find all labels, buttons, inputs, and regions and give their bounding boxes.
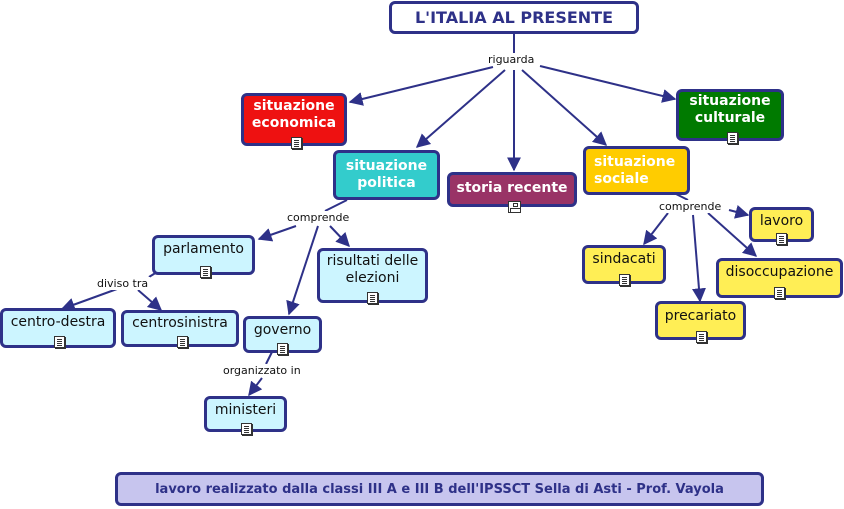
node-precariato[interactable]: precariato: [655, 301, 746, 343]
node-situazione-economica[interactable]: situazione economica: [241, 93, 347, 149]
node-disoccupazione[interactable]: disoccupazione: [716, 258, 843, 299]
document-icon[interactable]: [277, 343, 288, 355]
node-lavoro[interactable]: lavoro: [749, 207, 814, 245]
document-icon[interactable]: [177, 336, 188, 348]
node-situazione-sociale-label: situazione sociale: [594, 153, 676, 187]
node-storia-recente-label: storia recente: [456, 179, 568, 196]
node-situazione-economica-label: situazione economica: [251, 97, 337, 131]
link-label-comprende-politica: comprende: [285, 211, 352, 224]
document-icon[interactable]: [200, 266, 211, 278]
edge-comprende-risultati: [329, 225, 350, 248]
node-sindacati-label: sindacati: [592, 251, 656, 267]
edge-comprende-parlamento: [257, 225, 297, 242]
edge-governo-organizzato: [265, 351, 273, 365]
node-sindacati[interactable]: sindacati: [582, 245, 666, 286]
node-situazione-politica-label: situazione politica: [345, 158, 428, 191]
node-situazione-sociale[interactable]: situazione sociale: [583, 146, 690, 195]
node-risultati-elezioni[interactable]: risultati delle elezioni: [317, 248, 428, 304]
footer-credit: lavoro realizzato dalla classi III A e I…: [115, 472, 764, 506]
node-disoccupazione-label: disoccupazione: [725, 263, 834, 280]
link-label-diviso-tra: diviso tra: [95, 277, 151, 290]
edge-comprende-lavoro: [728, 205, 750, 219]
node-risultati-elezioni-label: risultati delle elezioni: [326, 252, 419, 286]
edge-politica-comprende: [324, 199, 348, 212]
edge-riguarda-politica: [415, 69, 506, 148]
node-parlamento-label: parlamento: [163, 240, 244, 257]
document-icon[interactable]: [54, 336, 65, 348]
node-centrosinistra-label: centrosinistra: [132, 314, 228, 331]
node-parlamento[interactable]: parlamento: [152, 235, 255, 278]
document-icon[interactable]: [776, 233, 787, 245]
edge-comprende-sindacati: [643, 212, 669, 246]
edge-diviso-centrodestra: [60, 288, 118, 312]
node-ministeri[interactable]: ministeri: [204, 396, 287, 435]
node-governo-label: governo: [253, 321, 312, 338]
edge-diviso-centrosinistra: [137, 289, 163, 311]
document-icon[interactable]: [367, 292, 378, 304]
edge-riguarda-sociale: [521, 69, 608, 146]
link-label-riguarda: riguarda: [486, 53, 537, 66]
node-root[interactable]: L'ITALIA AL PRESENTE: [389, 1, 639, 34]
node-centrosinistra[interactable]: centrosinistra: [121, 310, 239, 348]
edge-comprende-precariato: [692, 214, 706, 303]
edge-riguarda-economica: [348, 66, 494, 106]
node-situazione-politica[interactable]: situazione politica: [333, 150, 440, 200]
document-icon[interactable]: [291, 137, 302, 149]
document-icon[interactable]: [727, 132, 738, 144]
document-icon[interactable]: [619, 274, 630, 286]
node-centro-destra-label: centro-destra: [10, 313, 106, 330]
node-situazione-culturale[interactable]: situazione culturale: [676, 89, 784, 144]
node-precariato-label: precariato: [664, 307, 737, 324]
node-situazione-culturale-label: situazione culturale: [689, 93, 771, 126]
edge-comprende-governo: [286, 225, 319, 316]
document-icon[interactable]: [696, 331, 707, 343]
footer-credit-text: lavoro realizzato dalla classi III A e I…: [155, 481, 724, 497]
concept-map-icon[interactable]: [508, 201, 521, 213]
link-label-comprende-sociale: comprende: [657, 200, 724, 213]
node-storia-recente[interactable]: storia recente: [447, 172, 577, 213]
document-icon[interactable]: [241, 423, 252, 435]
document-icon[interactable]: [774, 287, 785, 299]
link-label-organizzato-in: organizzato in: [221, 364, 303, 377]
node-governo[interactable]: governo: [243, 316, 322, 355]
node-ministeri-label: ministeri: [214, 401, 277, 418]
node-root-label: L'ITALIA AL PRESENTE: [414, 8, 613, 27]
edge-riguarda-culturale: [539, 65, 677, 103]
node-lavoro-label: lavoro: [759, 213, 804, 229]
node-centro-destra[interactable]: centro-destra: [0, 308, 116, 348]
edge-organizzato-ministeri: [248, 377, 263, 397]
